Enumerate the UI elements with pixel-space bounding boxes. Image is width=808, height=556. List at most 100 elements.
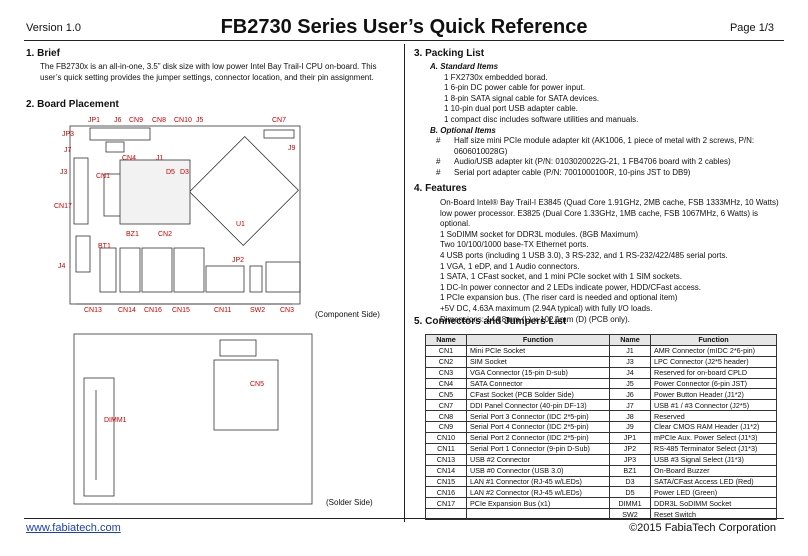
col-name: Name — [609, 334, 651, 346]
svg-text:CN14: CN14 — [118, 307, 136, 314]
col-function: Function — [650, 334, 777, 346]
connector-name: CN8 — [425, 410, 467, 423]
connector-name: CN16 — [425, 486, 467, 499]
bullet: # — [436, 157, 441, 167]
connector-function: Power Button Header (J1*2) — [650, 388, 777, 401]
standard-item: 1 compact disc includes software utiliti… — [444, 114, 639, 124]
svg-text:CN13: CN13 — [84, 307, 102, 314]
svg-text:CN1: CN1 — [96, 173, 110, 180]
connector-name — [425, 508, 467, 521]
connector-function: USB #2 Connector — [466, 453, 610, 466]
connector-function: Serial Port 2 Connector (IDC 2*5-pin) — [466, 432, 610, 444]
connector-name: J3 — [609, 355, 651, 368]
connector-name: JP1 — [609, 432, 651, 444]
connector-name: CN10 — [425, 432, 467, 444]
feature-line: low power processor. E3825 (Dual Core 1.… — [440, 208, 759, 229]
feature-line: 1 SoDIMM socket for DDR3L modules. (8GB … — [440, 229, 638, 239]
column-divider — [404, 44, 405, 522]
svg-text:CN10: CN10 — [174, 117, 192, 124]
svg-text:CN16: CN16 — [144, 307, 162, 314]
svg-text:JP1: JP1 — [88, 117, 100, 124]
svg-text:CN9: CN9 — [129, 117, 143, 124]
connector-function: Serial Port 3 Connector (IDC 2*5-pin) — [466, 410, 610, 423]
connector-function: LAN #2 Connector (RJ-45 w/LEDs) — [466, 486, 610, 499]
connector-name: J4 — [609, 366, 651, 379]
svg-text:J3: J3 — [60, 169, 68, 176]
connector-name: D5 — [609, 486, 651, 499]
standard-item: 1 FX2730x embedded borad. — [444, 72, 548, 82]
optional-item: #Half size mini PCIe module adapter kit … — [436, 136, 755, 156]
connector-name: J8 — [609, 410, 651, 423]
svg-text:JP2: JP2 — [232, 257, 244, 264]
standard-item: 1 10-pin dual port USB adapter cable. — [444, 104, 578, 114]
connector-function: Power LED (Green) — [650, 486, 777, 499]
feature-line: 1 SATA, 1 CFast socket, and 1 mini PCIe … — [440, 272, 683, 282]
connector-name: J9 — [609, 421, 651, 434]
svg-text:BT1: BT1 — [98, 243, 111, 250]
version-label: Version 1.0 — [26, 22, 82, 34]
feature-line: 1 VGA, 1 eDP, and 1 Audio connectors. — [440, 261, 580, 271]
connector-name: CN3 — [425, 366, 467, 379]
connector-function — [466, 508, 610, 521]
connector-function: PCIe Expansion Bus (x1) — [466, 497, 610, 510]
standard-item: 1 8-pin SATA signal cable for SATA devic… — [444, 93, 600, 103]
connector-name: J1 — [609, 344, 651, 357]
col-function: Function — [466, 334, 610, 346]
feature-line: Dimensions: 144.8mm (L) x 102.1mm (D) (P… — [440, 314, 630, 324]
svg-text:CN8: CN8 — [152, 117, 166, 124]
svg-text:CN17: CN17 — [54, 203, 72, 210]
connector-name: J7 — [609, 399, 651, 412]
connector-function: CFast Socket (PCB Solder Side) — [466, 388, 610, 401]
connector-function: USB #3 Signal Select (J1*3) — [650, 453, 777, 466]
connector-name: BZ1 — [609, 464, 651, 477]
connector-function: AMR Connector (mIDC 2*6-pin) — [650, 344, 777, 357]
connector-function: Serial Port 1 Connector (9-pin D-Sub) — [466, 442, 610, 455]
website-link[interactable]: www.fabiatech.com — [26, 522, 121, 534]
connector-function: Reserved — [650, 410, 777, 423]
connector-name: J6 — [609, 388, 651, 401]
svg-text:J4: J4 — [58, 263, 66, 270]
connector-name: D3 — [609, 475, 651, 488]
bullet: # — [436, 136, 441, 146]
connector-function: LPC Connector (J2*5 header) — [650, 355, 777, 368]
feature-line: 1 DC-In power connector and 2 LEDs indic… — [440, 282, 702, 292]
page-title: FB2730 Series User’s Quick Reference — [220, 16, 588, 38]
feature-line: 4 USB ports (including 1 USB 3.0), 3 RS-… — [440, 250, 728, 260]
feature-line: Two 10/100/1000 base-TX Ethernet ports. — [440, 240, 589, 250]
svg-text:CN3: CN3 — [280, 307, 294, 314]
packing-list-heading: 3. Packing List — [414, 48, 485, 59]
svg-text:J5: J5 — [196, 117, 204, 124]
brief-text: The FB2730x is an all-in-one, 3.5” disk … — [40, 62, 377, 82]
connector-function: mPCIe Aux. Power Select (J1*3) — [650, 432, 777, 444]
connector-name: DIMM1 — [609, 497, 651, 510]
page-number: Page 1/3 — [729, 22, 774, 34]
svg-text:J7: J7 — [64, 147, 72, 154]
bullet: # — [436, 167, 441, 177]
features-body: On-Board Intel® Bay Trail-I E3845 (Quad … — [440, 198, 786, 325]
solder-side-caption: (Solder Side) — [326, 498, 373, 507]
optional-item: #Serial port adapter cable (P/N: 7001000… — [436, 167, 691, 177]
connector-name: CN17 — [425, 497, 467, 510]
connector-function: LAN #1 Connector (RJ-45 w/LEDs) — [466, 475, 610, 488]
svg-text:U1: U1 — [236, 221, 245, 228]
header-rule — [24, 40, 784, 41]
svg-text:J1: J1 — [156, 155, 164, 162]
standard-item: 1 6-pin DC power cable for power input. — [444, 83, 585, 93]
standard-items-title: A. Standard Items — [430, 62, 499, 71]
connector-name: J5 — [609, 377, 651, 390]
svg-text:CN2: CN2 — [158, 231, 172, 238]
svg-text:D3: D3 — [180, 169, 189, 176]
